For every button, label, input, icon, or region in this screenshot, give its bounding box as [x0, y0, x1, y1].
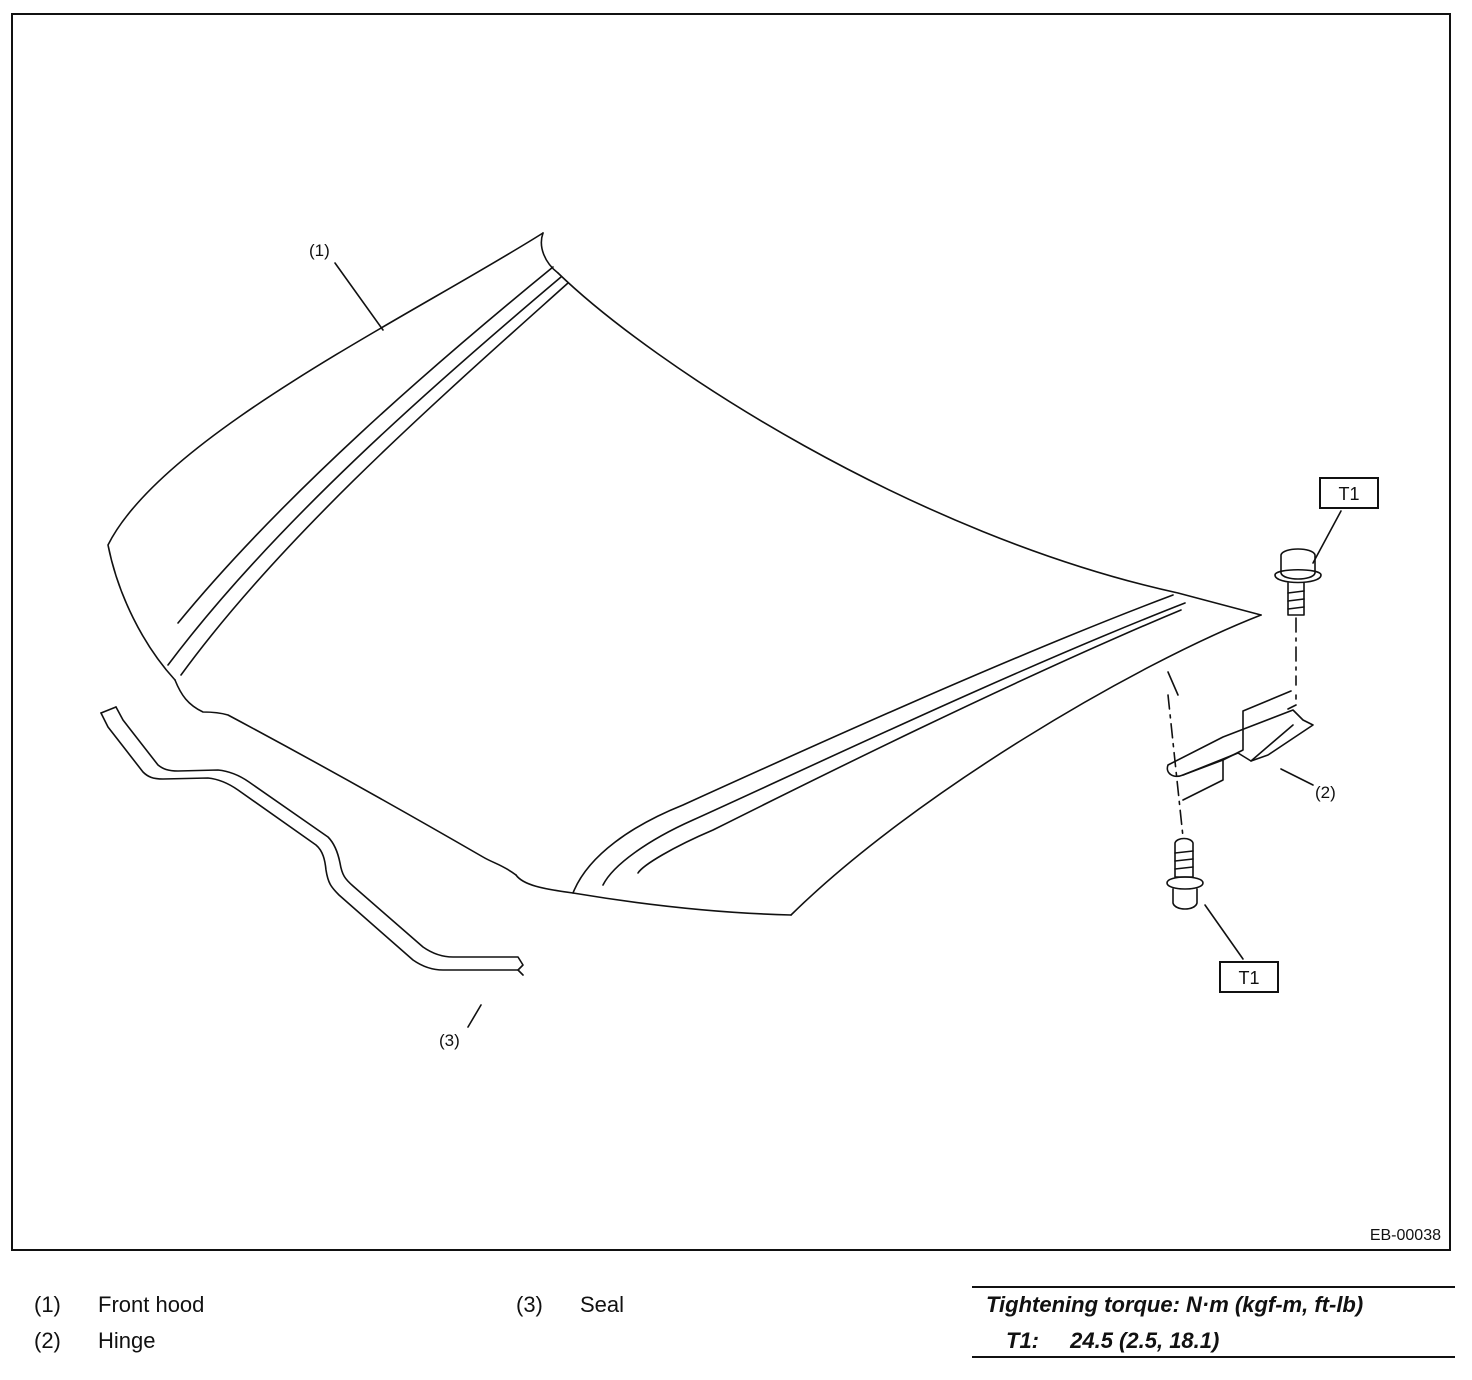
- torque-row: T1: 24.5 (2.5, 18.1): [1006, 1328, 1219, 1354]
- legend-num-hinge: (2): [34, 1328, 61, 1353]
- torque-value: 24.5 (2.5, 18.1): [1070, 1328, 1220, 1353]
- lower-bolt-axis: [1167, 694, 1184, 838]
- torque-tag-lower: T1: [1219, 961, 1279, 993]
- torque-spec-block: Tightening torque: N·m (kgf-m, ft-lb) T1…: [972, 1286, 1455, 1358]
- callout-seal: (3): [439, 1031, 460, 1050]
- callout-hinge: (2): [1315, 783, 1336, 802]
- seal-drawing: [100, 706, 524, 976]
- legend-name-hinge: Hinge: [98, 1328, 156, 1353]
- callout-leaders: [334, 262, 1342, 1028]
- front-hood-drawing: [107, 232, 1262, 916]
- hinge-drawing: [1166, 690, 1314, 801]
- upper-bolt-axis: [1287, 617, 1297, 710]
- diagram-frame: (1) (2) (3) T1 T1 EB-00038: [11, 13, 1451, 1251]
- callout-front-hood: (1): [309, 241, 330, 260]
- legend-num-seal: (3): [516, 1292, 543, 1317]
- legend-name-seal: Seal: [580, 1292, 625, 1317]
- figure-code: EB-00038: [1369, 1227, 1441, 1244]
- hood-diagram: [100, 232, 1342, 1028]
- legend-name-front-hood: Front hood: [98, 1292, 205, 1317]
- torque-label: T1:: [1006, 1328, 1039, 1353]
- torque-title: Tightening torque: N·m (kgf-m, ft-lb): [986, 1292, 1364, 1317]
- legend-num-front-hood: (1): [34, 1292, 61, 1317]
- upper-bolt-drawing: [1274, 548, 1322, 616]
- torque-tag-upper: T1: [1319, 477, 1379, 509]
- lower-bolt-drawing: [1166, 837, 1204, 910]
